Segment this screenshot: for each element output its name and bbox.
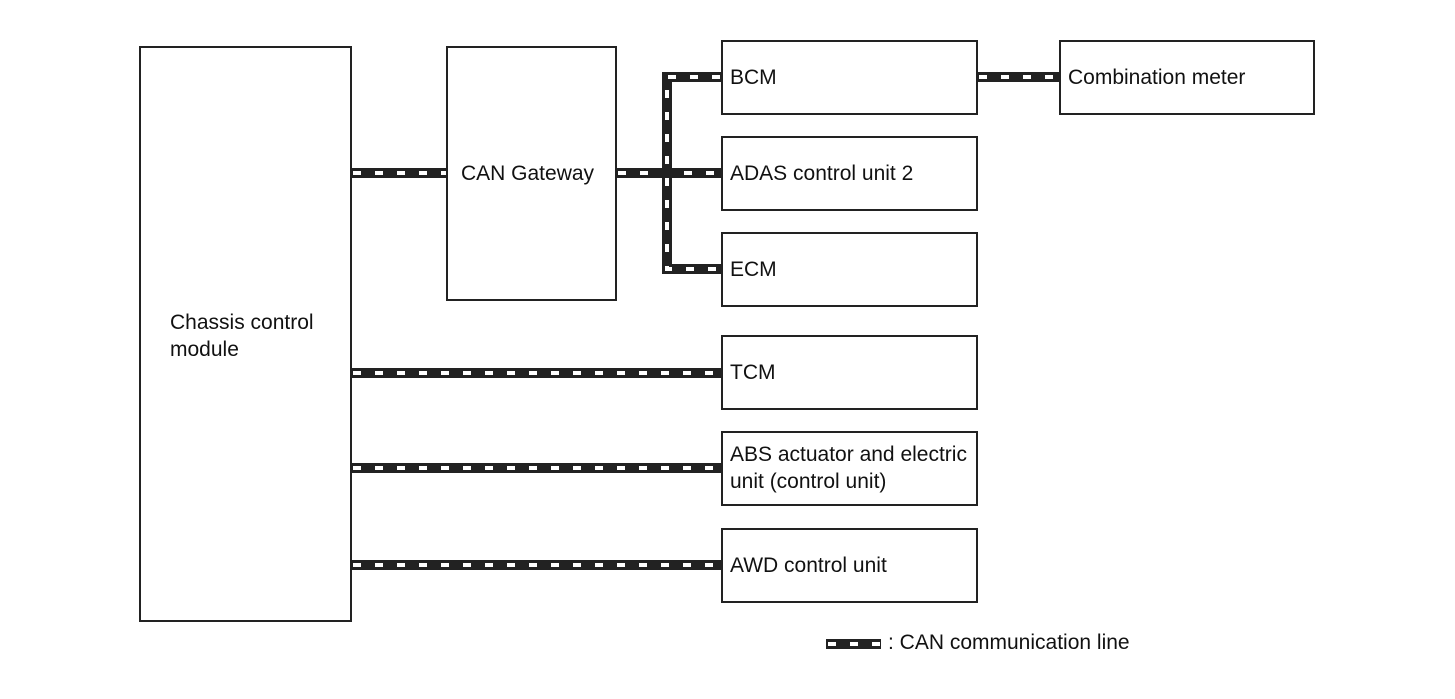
bcm-box: BCM <box>721 40 978 115</box>
awd-label: AWD control unit <box>730 554 887 577</box>
abs-label-line1: ABS actuator and electric <box>730 443 967 466</box>
chassis-label-line2: module <box>170 338 239 361</box>
bcm-label: BCM <box>730 66 777 89</box>
gateway-bcm-ecm-line <box>662 72 722 274</box>
chassis-label-line1: Chassis control <box>170 311 314 334</box>
ecm-label: ECM <box>730 258 777 281</box>
can-gateway-box: CAN Gateway <box>446 46 617 301</box>
tcm-label: TCM <box>730 361 776 384</box>
abs-box: ABS actuator and electric unit (control … <box>721 431 978 506</box>
can-gateway-label: CAN Gateway <box>461 162 595 185</box>
awd-box: AWD control unit <box>721 528 978 603</box>
adas-label: ADAS control unit 2 <box>730 162 914 185</box>
adas-box: ADAS control unit 2 <box>721 136 978 211</box>
ecm-box: ECM <box>721 232 978 307</box>
chassis-control-module-box: Chassis control module <box>139 46 352 622</box>
combination-meter-label: Combination meter <box>1068 66 1246 89</box>
legend-label: : CAN communication line <box>888 631 1130 654</box>
combination-meter-box: Combination meter <box>1059 40 1315 115</box>
tcm-box: TCM <box>721 335 978 410</box>
abs-label-line2: unit (control unit) <box>730 470 887 493</box>
